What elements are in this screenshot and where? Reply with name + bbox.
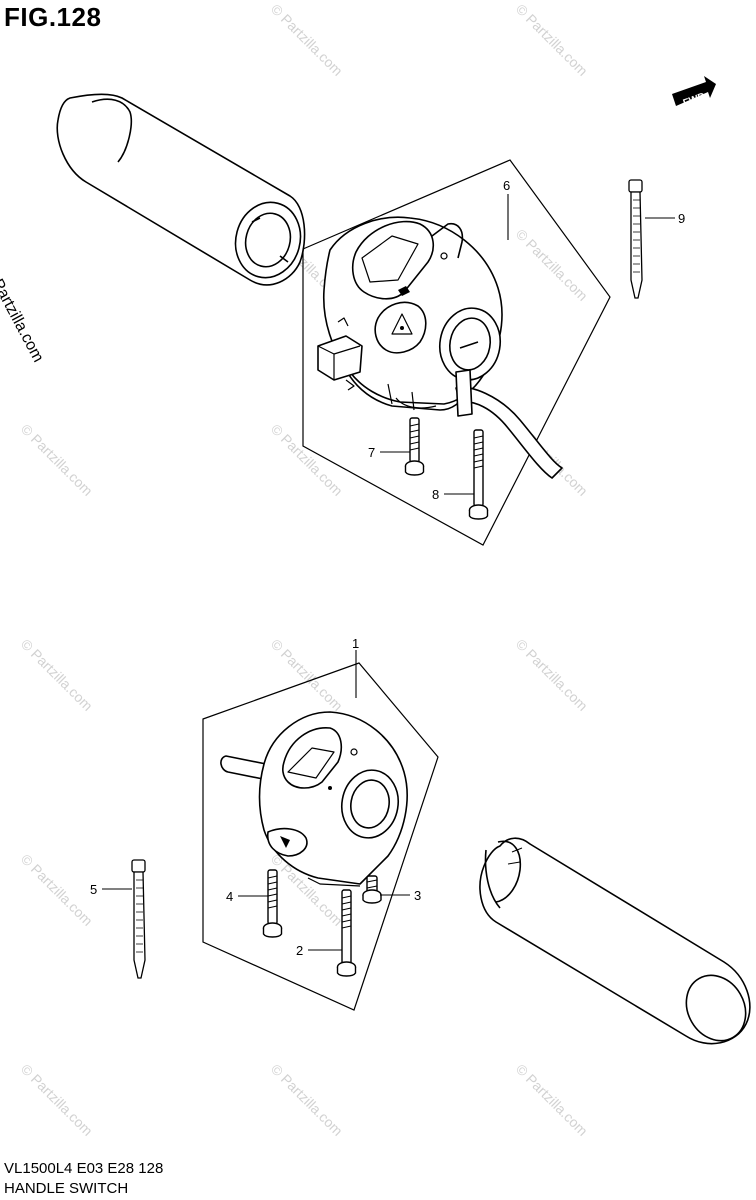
assembly-frame-bottom (202, 662, 439, 1011)
screw-4 (262, 869, 283, 938)
watermark-text: © Partzilla.com (268, 1061, 346, 1139)
fwd-arrow-icon: FWD (672, 76, 716, 109)
callout-4: 4 (226, 889, 233, 904)
cable-tie-9 (628, 179, 643, 299)
callout-5: 5 (90, 882, 97, 897)
watermark-text: © Partzilla.com (513, 1061, 591, 1139)
screw-8 (468, 429, 489, 520)
callout-1: 1 (352, 636, 359, 651)
callout-6: 6 (503, 178, 510, 193)
callout-8: 8 (432, 487, 439, 502)
callout-7: 7 (368, 445, 375, 460)
watermark-text: © Partzilla.com (268, 636, 346, 714)
screw-2 (336, 889, 357, 977)
diagram-name: HANDLE SWITCH (4, 1180, 129, 1197)
watermark-text: © Partzilla.com (513, 636, 591, 714)
callout-leaders (102, 194, 675, 951)
watermark-text: © Partzilla.com (268, 1, 346, 79)
watermark-text: © Partzilla.com (18, 421, 96, 499)
right-switch-housing (317, 216, 563, 479)
cable-tie-5 (131, 859, 146, 979)
callout-3: 3 (414, 888, 421, 903)
watermark-text: © Partzilla.com (513, 226, 591, 304)
model-code: VL1500L4 E03 E28 128 (4, 1160, 164, 1177)
watermark-text: © Partzilla.com (268, 421, 346, 499)
watermark-text: © Partzilla.com (18, 851, 96, 929)
throttle-grip (479, 837, 751, 1045)
left-switch-housing (220, 711, 408, 887)
assembly-frame-top (302, 159, 611, 546)
callout-2: 2 (296, 943, 303, 958)
screw-7 (404, 417, 425, 476)
screw-3 (362, 875, 382, 904)
callout-9: 9 (678, 211, 685, 226)
watermark-text: © Partzilla.com (18, 1061, 96, 1139)
watermark-text: © Partzilla.com (18, 636, 96, 714)
callout-labels: 6 9 7 8 1 5 4 3 2 (90, 178, 685, 958)
left-grip (56, 93, 306, 286)
figure-title: FIG.128 (4, 2, 102, 32)
watermark-text: © Partzilla.com (513, 1, 591, 79)
